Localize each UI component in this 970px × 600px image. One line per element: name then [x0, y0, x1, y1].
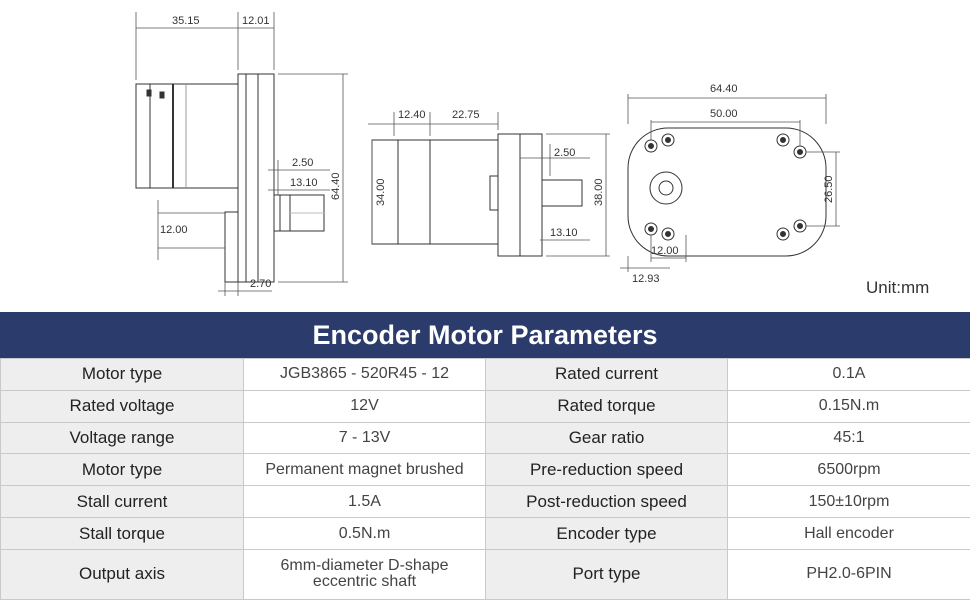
- param-label: Gear ratio: [485, 421, 728, 455]
- table-row: Voltage range 7 - 13V Gear ratio 45:1: [0, 421, 970, 455]
- dim-12-01: 12.01: [242, 15, 270, 27]
- dim-2-50-side: 2.50: [292, 157, 313, 169]
- dim-64-40-side: 64.40: [330, 172, 342, 200]
- table-row: Stall torque 0.5N.m Encoder type Hall en…: [0, 517, 970, 550]
- dim-2-50-mid: 2.50: [554, 147, 575, 159]
- dim-12-00-front: 12.00: [651, 245, 679, 257]
- middle-view-dimensions: [368, 112, 610, 257]
- table-row: Stall current 1.5A Post-reduction speed …: [0, 485, 970, 519]
- dim-38-00: 38.00: [593, 178, 605, 206]
- param-value: 45:1: [727, 421, 970, 455]
- param-value: 1.5A: [243, 485, 486, 519]
- param-label: Rated voltage: [0, 389, 244, 423]
- side-view-dimensions: [135, 12, 348, 296]
- param-label: Voltage range: [0, 421, 244, 455]
- dim-12-93: 12.93: [632, 273, 660, 285]
- param-value: 150±10rpm: [727, 485, 970, 519]
- front-view: [627, 127, 827, 257]
- param-value: Permanent magnet brushed: [243, 453, 486, 487]
- param-label: Output axis: [0, 548, 244, 600]
- param-label: Post-reduction speed: [485, 485, 728, 519]
- param-label: Port type: [485, 548, 728, 600]
- param-label: Stall torque: [0, 517, 244, 550]
- table-row: Motor type Permanent magnet brushed Pre-…: [0, 453, 970, 487]
- table-row: Motor type JGB3865 - 520R45 - 12 Rated c…: [0, 358, 970, 391]
- parameters-table: Motor type JGB3865 - 520R45 - 12 Rated c…: [0, 358, 970, 600]
- technical-drawing: 35.15 12.01 2.50 13.10 64.40 12.00 2.70 …: [135, 12, 840, 296]
- param-label: Pre-reduction speed: [485, 453, 728, 487]
- parameters-banner-title: Encoder Motor Parameters: [0, 312, 970, 358]
- front-view-dimensions: [620, 94, 840, 272]
- dim-12-00-side: 12.00: [160, 224, 188, 236]
- param-label: Rated current: [485, 358, 728, 391]
- param-label: Encoder type: [485, 517, 728, 550]
- param-label: Motor type: [0, 358, 244, 391]
- param-label: Rated torque: [485, 389, 728, 423]
- side-view: [135, 73, 325, 283]
- dim-64-40-front: 64.40: [710, 83, 738, 95]
- param-value: 0.5N.m: [243, 517, 486, 550]
- param-value: 0.15N.m: [727, 389, 970, 423]
- dim-34-00: 34.00: [375, 178, 387, 206]
- middle-view: [371, 133, 583, 257]
- param-value: PH2.0-6PIN: [727, 548, 970, 600]
- dim-12-40: 12.40: [398, 109, 426, 121]
- dim-26-50: 26.50: [823, 175, 835, 203]
- dim-2-70: 2.70: [250, 278, 271, 290]
- table-row: Output axis 6mm-diameter D-shape eccentr…: [0, 548, 970, 600]
- param-value: 6500rpm: [727, 453, 970, 487]
- param-value: 7 - 13V: [243, 421, 486, 455]
- param-value: JGB3865 - 520R45 - 12: [243, 358, 486, 391]
- param-value: 0.1A: [727, 358, 970, 391]
- dim-22-75: 22.75: [452, 109, 480, 121]
- param-value: Hall encoder: [727, 517, 970, 550]
- dim-35-15: 35.15: [172, 15, 200, 27]
- param-value: 6mm-diameter D-shape eccentric shaft: [243, 548, 486, 600]
- dim-13-10-mid: 13.10: [550, 227, 578, 239]
- table-row: Rated voltage 12V Rated torque 0.15N.m: [0, 389, 970, 423]
- param-label: Stall current: [0, 485, 244, 519]
- dim-13-10-side: 13.10: [290, 177, 318, 189]
- unit-label: Unit:mm: [866, 278, 930, 297]
- dim-50-00: 50.00: [710, 108, 738, 120]
- param-value: 12V: [243, 389, 486, 423]
- param-label: Motor type: [0, 453, 244, 487]
